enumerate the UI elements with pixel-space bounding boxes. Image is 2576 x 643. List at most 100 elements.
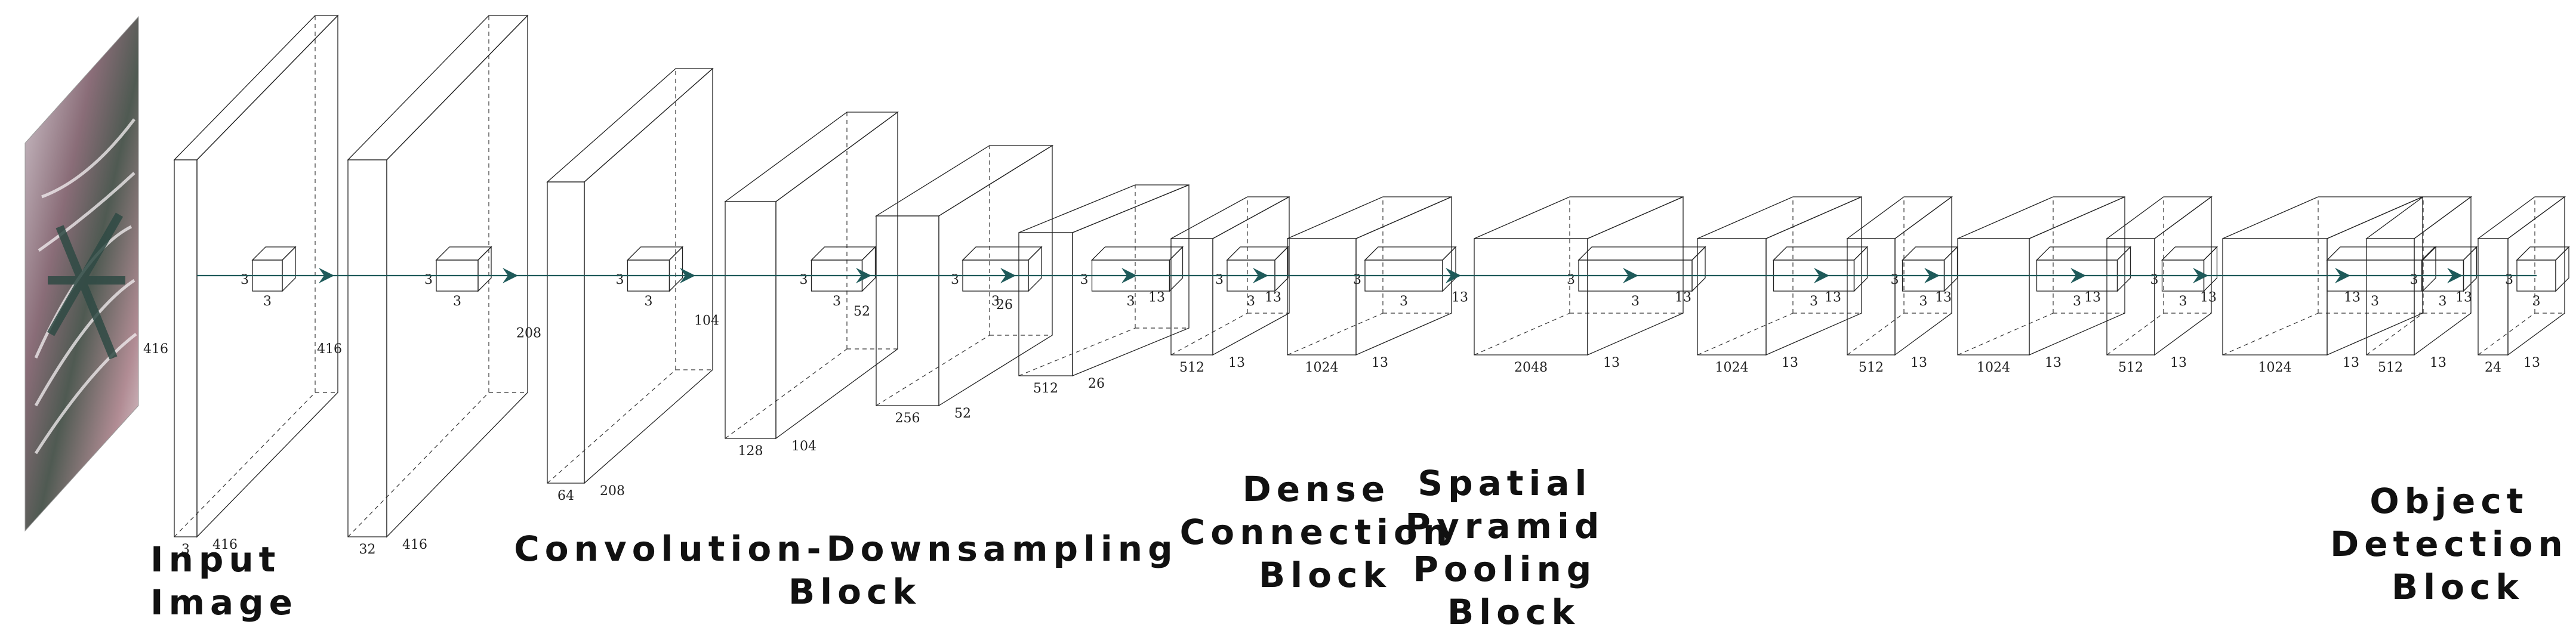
hidden-edge: [1957, 313, 2054, 355]
layer-front-face: [174, 159, 198, 537]
kernel-top: [2516, 246, 2570, 261]
kernel-height-label: 3: [1353, 273, 1361, 288]
arrow-icon: [1446, 268, 1461, 283]
layer-top-face: [724, 112, 899, 202]
layer-height-label: 13: [2084, 290, 2101, 305]
kernel-top: [2161, 246, 2218, 261]
arrow-icon: [1814, 268, 1829, 283]
layer-front-face: [347, 159, 387, 537]
layer-channels-label: 128: [738, 444, 763, 459]
layer-channels-label: 64: [557, 489, 574, 503]
layer-top-face: [2365, 196, 2472, 239]
kernel-cube: [1090, 246, 1184, 292]
layer-depth-label: 13: [2170, 355, 2187, 370]
kernel-cube: [1364, 246, 1457, 292]
layer-front-face: [1957, 238, 2030, 355]
arrow-icon: [856, 268, 871, 283]
layer-channels-label: 512: [2378, 360, 2403, 375]
arrow-icon: [2193, 268, 2208, 283]
kernel-cube: [1226, 246, 1289, 292]
kernel-top: [626, 246, 684, 261]
kernel-cube: [1901, 246, 1959, 292]
layer-depth-label: 13: [1228, 355, 1245, 370]
label-dense-line-1: Dense: [1243, 469, 1391, 509]
layer-depth-label: 13: [1782, 355, 1798, 370]
kernel-top: [2035, 246, 2132, 261]
kernel-cube: [2161, 246, 2218, 292]
layer-depth-label: 416: [402, 537, 427, 552]
arrow-icon: [503, 268, 518, 283]
kernel-cube: [1772, 246, 1869, 292]
layer-front-face: [876, 215, 939, 406]
layer-depth-label: 26: [1088, 376, 1105, 391]
layer-channels-label: 1024: [2258, 360, 2292, 375]
arrow-icon: [1623, 268, 1638, 283]
kernel-height-label: 3: [1215, 273, 1224, 288]
kernel-top: [1090, 246, 1184, 261]
label-conv-down-line-1: Convolution-Downsampling: [514, 528, 1178, 569]
label-spp-line-3: Pooling: [1413, 549, 1597, 589]
layer-depth-label: 13: [1372, 355, 1388, 370]
hidden-edge: [1287, 313, 1383, 355]
hidden-edge: [1697, 313, 1794, 355]
layer-top-face: [546, 68, 714, 183]
kernel-cube: [435, 246, 492, 292]
label-detection-line-3: Block: [2392, 567, 2524, 607]
kernel-width-label: 3: [2371, 294, 2379, 309]
layer-depth-label: 13: [1603, 355, 1620, 370]
hidden-edge: [1018, 327, 1136, 376]
label-dense-line-3: Block: [1259, 555, 1391, 595]
label-dense-line-2: Connection: [1180, 512, 1453, 552]
layer-top-face: [2106, 196, 2213, 239]
kernel-top: [1577, 246, 1706, 261]
label-conv-down-line-2: Block: [788, 571, 921, 612]
layer-channels-label: 1024: [1977, 360, 2010, 375]
hidden-edge: [725, 348, 848, 439]
kernel-height-label: 3: [2150, 273, 2159, 288]
layer-depth-label: 104: [791, 439, 816, 454]
label-spp-block: Spatial Pyramid Pooling Block: [1405, 463, 1622, 632]
hidden-edge: [1474, 313, 1570, 355]
kernel-width-label: 3: [1127, 294, 1135, 309]
kernel-top: [962, 246, 1043, 261]
label-input-image: Input Image: [150, 539, 298, 623]
label-detection-line-1: Object: [2369, 481, 2528, 521]
kernel-height-label: 3: [1080, 273, 1089, 288]
layer-height-label: 13: [1265, 290, 1281, 305]
layer-channels-label: 512: [1179, 360, 1204, 375]
hidden-edge: [2478, 313, 2535, 355]
kernel-height-label: 3: [1891, 273, 1899, 288]
hidden-edge: [2366, 313, 2424, 355]
arrow-icon: [2070, 268, 2086, 283]
layer-depth-label: 13: [2343, 355, 2359, 370]
kernel-height-label: 3: [800, 273, 808, 288]
photo-structure: [47, 212, 125, 360]
kernel-width-label: 3: [1631, 294, 1640, 309]
layer-top-face: [173, 15, 339, 160]
layer-depth-label: 13: [1911, 355, 1927, 370]
arrow-icon: [2335, 268, 2350, 283]
layer-height-label: 416: [317, 342, 342, 357]
kernel-top: [1772, 246, 1869, 261]
label-input-line-1: Input: [150, 539, 281, 580]
kernel-cube: [2326, 246, 2437, 292]
layer-front-face: [1287, 238, 1357, 355]
layer-depth-label: 13: [2045, 355, 2062, 370]
kernel-top: [810, 246, 877, 261]
kernel-width-label: 3: [991, 294, 1000, 309]
layer-channels-label: 3: [181, 542, 190, 557]
layer-height-label: 13: [2344, 290, 2361, 305]
layer-height-label: 104: [694, 314, 719, 329]
layer-height-label: 208: [516, 326, 541, 341]
layer-height-label: 13: [2455, 290, 2472, 305]
kernel-height-label: 3: [424, 273, 433, 288]
layer-channels-label: 256: [895, 411, 920, 426]
arrow-icon: [319, 268, 334, 283]
